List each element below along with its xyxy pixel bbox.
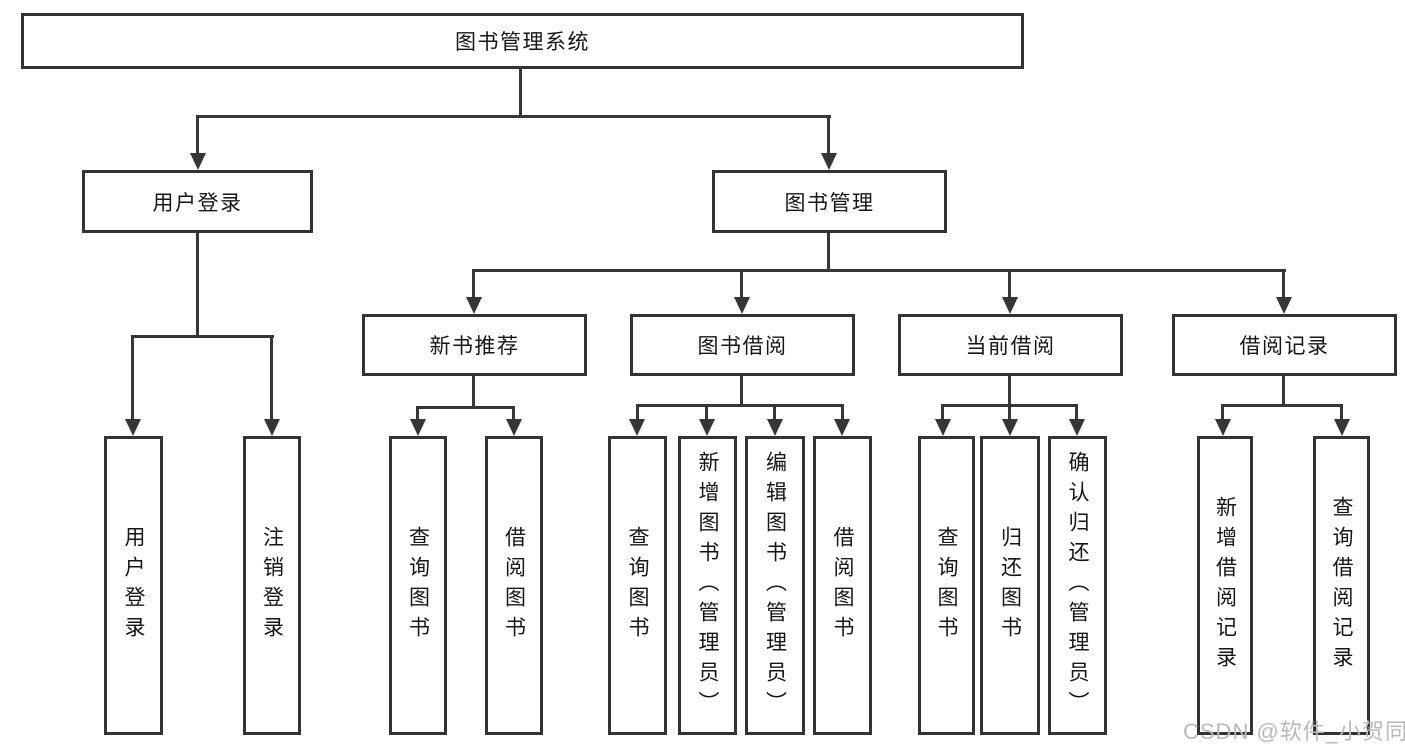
node-borrow-records-label: 借阅记录 [1239,335,1330,358]
leaf-borrow-add-books-admin-label: 新增图书（管理员） [696,450,719,721]
leaf-current-return-books: 归还图书 [980,436,1040,735]
arrow-down-icon [821,153,837,170]
leaf-records-add-record: 新增借阅记录 [1197,436,1253,735]
leaf-borrow-edit-books-admin: 编辑图书（管理员） [745,436,805,735]
arrow-down-icon [1276,297,1292,314]
arrow-down-icon [699,419,715,436]
leaf-records-query-record: 查询借阅记录 [1313,436,1370,735]
connector-line [773,404,776,421]
leaf-borrow-query-books-label: 查询图书 [626,525,649,646]
connector-line [1221,404,1343,407]
node-user-login-label: 用户登录 [152,191,243,215]
arrow-down-icon [190,153,206,170]
connector-line [1282,376,1285,407]
connector-line [740,269,743,300]
connector-line [270,335,273,421]
connector-line [827,115,830,155]
arrow-down-icon [264,419,280,436]
connector-line [473,269,1286,272]
leaf-current-confirm-return-admin: 确认归还（管理员） [1048,436,1107,735]
connector-line [196,233,199,338]
leaf-user-login: 用户登录 [104,436,163,735]
node-borrow-records: 借阅记录 [1172,314,1397,376]
connector-line [1008,376,1011,407]
arrow-down-icon [834,419,850,436]
arrow-down-icon [767,419,783,436]
leaf-borrow-borrow-books-label: 借阅图书 [831,525,854,646]
connector-line [841,404,844,421]
leaf-records-query-record-label: 查询借阅记录 [1330,495,1353,676]
connector-line [472,269,475,300]
arrow-down-icon [466,297,482,314]
arrow-down-icon [1334,419,1350,436]
connector-line [519,69,522,118]
leaf-newrec-borrow-books-label: 借阅图书 [502,525,526,646]
node-user-login: 用户登录 [82,170,313,233]
leaf-borrow-borrow-books: 借阅图书 [813,436,872,735]
connector-line [197,115,831,118]
leaf-current-return-books-label: 归还图书 [998,525,1022,646]
connector-line [740,376,743,407]
leaf-newrec-borrow-books: 借阅图书 [485,436,543,735]
node-new-book-recommend-label: 新书推荐 [429,335,520,358]
node-root: 图书管理系统 [21,13,1024,69]
arrow-down-icon [125,419,141,436]
arrow-down-icon [734,297,750,314]
node-book-borrow: 图书借阅 [630,314,855,376]
node-root-label: 图书管理系统 [455,31,590,54]
arrow-down-icon [1002,419,1018,436]
leaf-records-add-record-label: 新增借阅记录 [1213,495,1237,676]
arrow-down-icon [506,419,522,436]
arrow-down-icon [410,419,426,436]
node-current-borrow-label: 当前借阅 [965,335,1056,358]
csdn-watermark: CSDN @软件_小贺同学 [1183,719,1405,744]
arrow-down-icon [1002,297,1018,314]
leaf-logout-login-label: 注销登录 [260,525,284,646]
node-book-management: 图书管理 [712,170,947,233]
connector-line [1221,404,1224,421]
leaf-borrow-edit-books-admin-label: 编辑图书（管理员） [763,450,787,721]
node-book-management-label: 图书管理 [784,191,875,215]
arrow-down-icon [935,419,951,436]
connector-line [472,376,475,409]
connector-line [827,233,830,272]
arrow-down-icon [1215,419,1231,436]
connector-line [1008,269,1011,300]
arrow-down-icon [1069,419,1085,436]
node-new-book-recommend: 新书推荐 [362,314,587,376]
connector-line [416,406,515,409]
connector-line [1008,404,1011,421]
leaf-current-query-books-label: 查询图书 [935,525,958,646]
connector-line [705,404,708,421]
leaf-borrow-add-books-admin: 新增图书（管理员） [678,436,737,735]
connector-line [196,115,199,155]
node-book-borrow-label: 图书借阅 [697,335,788,358]
leaf-current-confirm-return-admin-label: 确认归还（管理员） [1066,450,1089,721]
connector-line [131,335,134,421]
leaf-user-login-label: 用户登录 [122,525,145,646]
leaf-newrec-query-books-label: 查询图书 [406,525,430,646]
leaf-newrec-query-books: 查询图书 [389,436,447,735]
connector-line [941,404,944,421]
connector-line [1340,404,1343,421]
leaf-borrow-query-books: 查询图书 [608,436,667,735]
connector-line [132,335,274,338]
connector-line [1075,404,1078,421]
node-current-borrow: 当前借阅 [898,314,1123,376]
leaf-logout-login: 注销登录 [243,436,301,735]
connector-line [636,404,844,407]
connector-line [416,406,419,421]
leaf-current-query-books: 查询图书 [918,436,975,735]
arrow-down-icon [629,419,645,436]
connector-line [1282,269,1285,300]
connector-line [512,406,515,421]
connector-line [636,404,639,421]
